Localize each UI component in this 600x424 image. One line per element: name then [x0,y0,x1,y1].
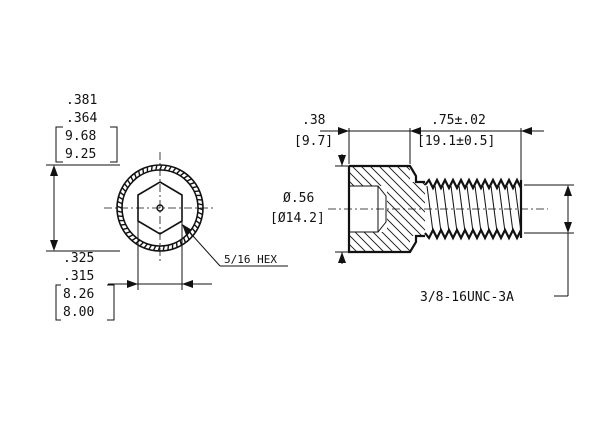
hatch-line [354,166,425,252]
outer-diameter-max-mm: 9.68 [65,129,96,144]
head-length-mm: [9.7] [294,134,333,149]
socket-outline [349,185,387,233]
knurl-tooth [186,234,190,240]
knurl-tooth [148,244,153,250]
knurl-tooth [196,215,202,220]
hatch-line [220,160,320,260]
hatch-line [349,166,357,252]
hatch-line [390,166,425,252]
knurl-tooth [163,165,168,171]
knurl-tooth [183,237,187,243]
hatch-line [349,166,375,252]
section-hatching [220,160,554,260]
knurl-tooth [196,198,203,201]
knurl-tooth [155,164,158,171]
knurl-tooth [126,179,131,185]
hatch-line [427,160,527,260]
knurl-tooth [131,237,137,242]
knurl-tooth [197,203,204,206]
hatch-line [363,166,425,252]
knurl-tooth [179,171,185,177]
knurl-tooth [175,242,178,248]
outer-diameter-min-in: .364 [66,111,97,126]
hatch-line [247,160,347,260]
knurl-tooth [167,244,170,251]
thread-flank [498,185,506,233]
hatch-line [229,160,329,260]
knurl-tooth [117,200,123,205]
thread-flank [466,185,474,233]
knurl-tooth [186,178,192,182]
knurl-tooth [117,215,124,218]
knurl-tooth [157,245,161,252]
knurl-tooth [197,207,204,211]
head-diameter-mm: [Ø14.2] [270,211,325,226]
knurl-tooth [179,240,183,246]
knurl-tooth [119,191,125,196]
knurl-tooth [193,223,199,229]
thread-flank [482,185,490,233]
hatch-line [349,166,425,252]
knurl-tooth [139,241,145,247]
knurl-tooth [172,167,177,173]
knurl-tooth [122,227,128,231]
knurl-tooth [152,245,157,251]
knurl-tooth [175,169,181,175]
knurl-tooth [137,170,141,176]
knurl-tooth [120,223,126,226]
hex-flats-min-mm: 8.00 [63,305,94,320]
outer-diameter-min-mm: 9.25 [65,147,96,162]
hatch-line [238,160,338,260]
thread-length-mm: [19.1±0.5] [417,134,495,149]
thread-length-in: .75±.02 [431,113,486,128]
knurl-tooth [133,173,137,179]
knurl-tooth [167,166,172,172]
knurl-tooth [121,187,127,193]
knurl-tooth [195,220,201,225]
hatch-line [349,166,384,252]
hex-flats-mm-bracket [55,284,115,321]
head-diameter-in: Ø.56 [283,191,314,206]
thread-crest-top [424,177,522,191]
knurl-tooth [194,190,200,193]
knurl-tooth [150,165,153,172]
hatch-line [417,166,425,252]
knurl-tooth [191,227,197,233]
knurl-tooth [128,234,134,238]
knurl-tooth [123,183,129,189]
knurl-tooth [192,185,198,189]
knurl-tooth [183,174,189,179]
hex-flats-max-mm: 8.26 [63,287,94,302]
head-length-in: .38 [302,113,325,128]
thread-flank [434,185,442,233]
knurl-teeth [116,164,204,252]
hatch-line [454,160,554,260]
hex-callout: 5/16 HEX [224,253,277,266]
hatch-line [372,166,425,252]
thread-callout: 3/8-16UNC-3A [420,290,514,305]
hex-flats-min-in: .315 [63,269,94,284]
knurl-tooth [142,168,145,174]
hatch-line [349,166,393,252]
hex-flats-max-in: .325 [63,251,94,266]
hatch-line [445,160,545,260]
head-outline [347,164,425,254]
thread-flank [450,185,458,233]
knurl-tooth [189,181,195,185]
knurl-tooth [116,210,123,213]
knurl-tooth [125,231,131,235]
outer-diameter-max-in: .381 [66,93,97,108]
knurl-tooth [118,196,124,201]
front-view [46,152,288,290]
knurl-tooth [197,211,203,216]
knurl-tooth [162,245,165,252]
knurl-tooth [143,243,148,249]
hatch-line [381,166,425,252]
outer-diameter-mm-bracket [55,126,118,163]
knurl-tooth [130,176,134,182]
